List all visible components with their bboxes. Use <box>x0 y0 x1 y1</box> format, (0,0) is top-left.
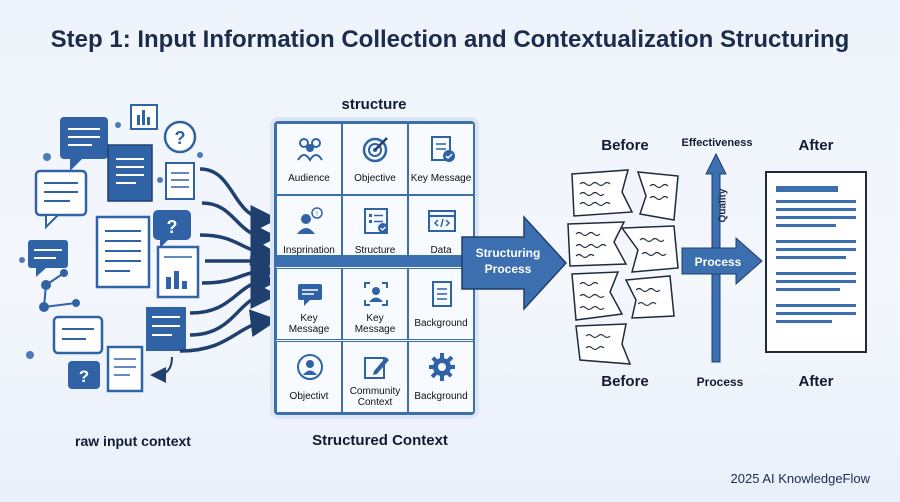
after-bottom-label: After <box>798 373 834 390</box>
before-bottom-label: Before <box>601 373 649 390</box>
line: Community <box>349 386 401 397</box>
fragmented-documents <box>567 169 679 365</box>
chat-bubble-icon <box>298 284 322 306</box>
person-frame-icon <box>364 282 388 306</box>
person-badge-icon <box>297 354 323 380</box>
chat-bubble-icon <box>28 240 68 277</box>
dot <box>19 257 25 263</box>
footer-credit: 2025 AI KnowledgeFlow <box>730 471 870 486</box>
converging-arrows <box>179 167 279 353</box>
network-icon <box>39 269 80 312</box>
grid-cell-label: Data <box>430 245 452 256</box>
document-icon <box>165 162 195 200</box>
structuring-process-arrow <box>461 215 568 311</box>
dot <box>197 152 203 158</box>
process-arrow <box>681 236 763 286</box>
grid-cell-label: Objective <box>354 173 396 184</box>
svg-text:?: ? <box>175 128 186 148</box>
process-bottom-label: Process <box>696 375 744 389</box>
line: Structuring <box>475 246 541 260</box>
grid-cell-label: Objectivt <box>289 391 329 402</box>
checklist-icon <box>364 208 388 234</box>
grid-cell-label: Structure <box>354 245 396 256</box>
grid-cell-objectivt: Objectivt <box>276 341 342 413</box>
grid-cell-label: Background <box>414 391 468 402</box>
question-icon: ? <box>68 361 100 389</box>
svg-text:?: ? <box>79 367 89 386</box>
structure-label: structure <box>341 96 407 113</box>
dot <box>26 351 34 359</box>
before-top-label: Before <box>601 137 649 154</box>
line: Message <box>354 324 396 335</box>
grid-cell-label: Insprination <box>283 245 335 256</box>
speech-bubble-icon <box>34 169 88 230</box>
speech-bubble-icon <box>60 117 108 171</box>
grid-cell-label: Audience <box>288 173 330 184</box>
gear-icon <box>429 353 455 381</box>
svg-text:!: ! <box>316 211 318 218</box>
document-icon <box>146 307 186 351</box>
dot <box>157 177 163 183</box>
question-icon: ? <box>163 120 197 154</box>
grid-cell-objective: Objective <box>342 123 408 195</box>
question-icon: ? <box>153 210 191 248</box>
code-window-icon <box>428 210 456 232</box>
grid-cell-label: Background <box>414 318 468 329</box>
grid-cell-label: Key Message <box>410 173 472 184</box>
quality-label: Quality <box>717 188 729 223</box>
after-top-label: After <box>798 137 834 154</box>
structured-context-label: Structured Context <box>312 432 448 449</box>
bar-chart-icon <box>130 104 158 130</box>
document-icon <box>432 281 452 307</box>
edit-icon <box>364 357 389 379</box>
raw-input-cluster: ? ? <box>19 104 279 393</box>
line: Key <box>366 313 384 324</box>
structure-grid: Audience Objective Key Message ! Insprin… <box>274 121 475 415</box>
structuring-process-label: Structuring Process <box>462 245 554 277</box>
audience-icon <box>297 138 323 162</box>
grid-cell-background-2: Background <box>408 341 474 413</box>
process-arrow-label: Process <box>694 255 742 269</box>
grid-cell-audience: Audience <box>276 123 342 195</box>
document-icon <box>107 144 153 202</box>
effectiveness-label: Effectiveness <box>681 137 753 149</box>
dot <box>115 122 121 128</box>
chart-document-icon <box>156 245 200 299</box>
grid-cell-key-message: Key Message <box>408 123 474 195</box>
document-icon <box>95 215 151 289</box>
speech-bubble-icon <box>52 315 104 355</box>
return-arrow-icon <box>150 356 173 383</box>
page-title: Step 1: Input Information Collection and… <box>50 26 850 53</box>
line: Process <box>484 262 532 276</box>
line: Key <box>300 313 318 324</box>
dot <box>43 153 51 161</box>
document-check-icon <box>431 136 455 162</box>
structure-connector-bar <box>276 255 473 267</box>
line: Message <box>288 324 330 335</box>
document-icon <box>106 345 144 393</box>
svg-text:?: ? <box>167 217 178 237</box>
structured-document-icon <box>765 171 867 353</box>
lightbulb-person-icon: ! <box>297 207 323 234</box>
line: Context <box>357 397 393 408</box>
raw-input-label: raw input context <box>75 433 191 449</box>
target-icon <box>362 137 388 163</box>
